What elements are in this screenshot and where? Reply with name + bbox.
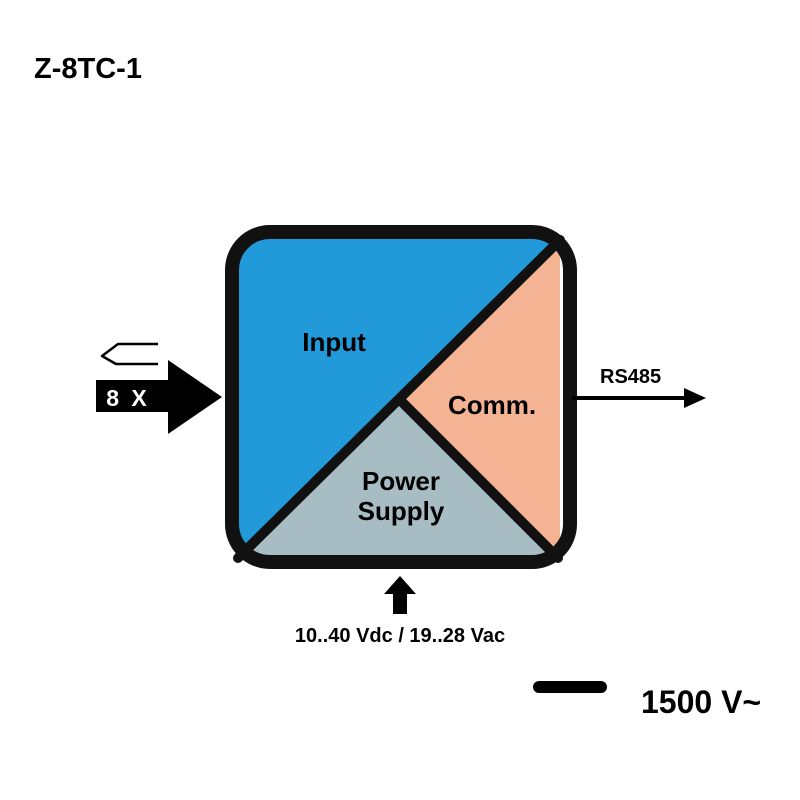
rs485-label: RS485 [600, 366, 661, 388]
comm-label: Comm. [448, 390, 536, 420]
module-block [225, 225, 577, 569]
input-section [232, 232, 560, 560]
power-arrow [384, 576, 416, 614]
diagram-title: Z-8TC-1 [34, 53, 142, 85]
input-arrow [96, 360, 222, 434]
power-spec-label: 10..40 Vdc / 19..28 Vac [295, 625, 505, 647]
output-arrow [572, 388, 706, 408]
isolation-voltage-label: 1500 V~ [641, 684, 761, 720]
power-label-line2: Supply [358, 496, 445, 526]
divider-comm-power [397, 397, 563, 563]
channel-count-label: 8 X [106, 385, 150, 411]
input-label: Input [302, 327, 366, 357]
power-supply-section [240, 402, 560, 560]
thermocouple-icon [100, 342, 158, 366]
isolation-bar [533, 681, 607, 693]
module-border [225, 225, 577, 569]
comm-section [402, 240, 560, 560]
power-label-line1: Power [362, 466, 440, 496]
